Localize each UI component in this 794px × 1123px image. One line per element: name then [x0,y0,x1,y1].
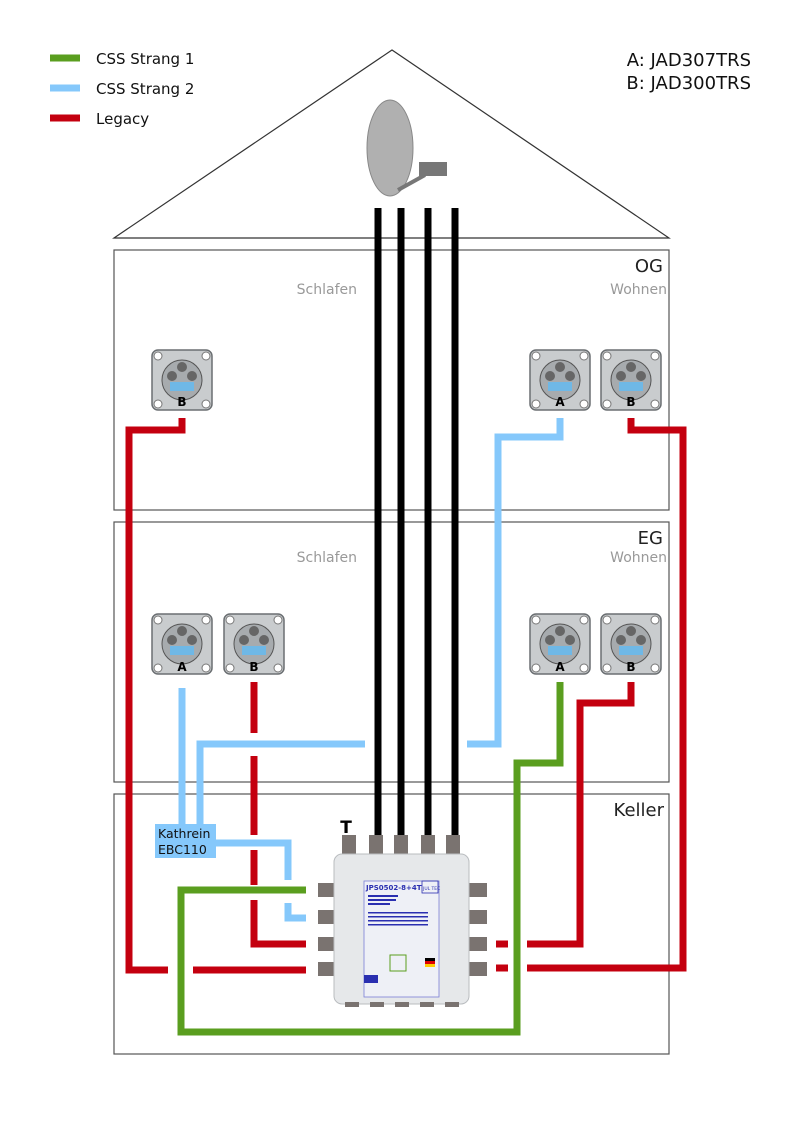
floor-eg [113,521,670,783]
socket-og-right-a: A [529,349,591,411]
socket-eg-left-b: B [223,613,285,675]
legend-label-css-strang-1: CSS Strang 1 [96,50,194,68]
socket-eg-right-b: B [600,613,662,675]
socket-og-left-b: B [151,349,213,411]
room-label-og-wohnen: Wohnen [610,282,667,298]
socket-label: A [555,395,565,409]
socket-eg-right-a: A [529,613,591,675]
terminal-label: T [340,818,352,838]
socket-eg-left-a: A [151,613,213,675]
css-strang-2-cables [178,418,564,922]
splitter-label-line1: Kathrein [158,826,210,841]
socket-label: B [626,395,635,409]
legend-label-css-strang-2: CSS Strang 2 [96,80,194,98]
satellite-dish-icon [366,99,447,197]
socket-label: A [177,660,187,674]
room-label-og-schlafen: Schlafen [297,282,357,298]
multiswitch: JPS0502-8+4T JUL TEC [318,835,487,1007]
splitter-kathrein-ebc110: Kathrein EBC110 [155,824,216,858]
socket-og-right-b: B [600,349,662,411]
socket-label: B [177,395,186,409]
floor-keller [113,793,670,1055]
room-label-eg-schlafen: Schlafen [297,550,357,566]
satellite-cables [374,208,459,838]
floor-label-og: OG [635,256,663,277]
socket-label: B [249,660,258,674]
floor-label-keller: Keller [614,800,665,821]
socket-type-a: A: JAD307TRS [627,50,751,71]
legend: CSS Strang 1 CSS Strang 2 Legacy [50,50,194,128]
roof [112,49,671,239]
socket-label: B [626,660,635,674]
room-label-eg-wohnen: Wohnen [610,550,667,566]
multiswitch-brand: JUL TEC [422,886,440,892]
socket-label: A [555,660,565,674]
multiswitch-model: JPS0502-8+4T [365,884,422,892]
floor-og [113,249,670,511]
legacy-cables [125,418,687,974]
legend-label-legacy: Legacy [96,110,149,128]
css-strang-1-cable [177,682,564,1036]
splitter-label-line2: EBC110 [158,842,207,857]
floor-label-eg: EG [638,528,663,549]
socket-type-b: B: JAD300TRS [626,73,751,94]
